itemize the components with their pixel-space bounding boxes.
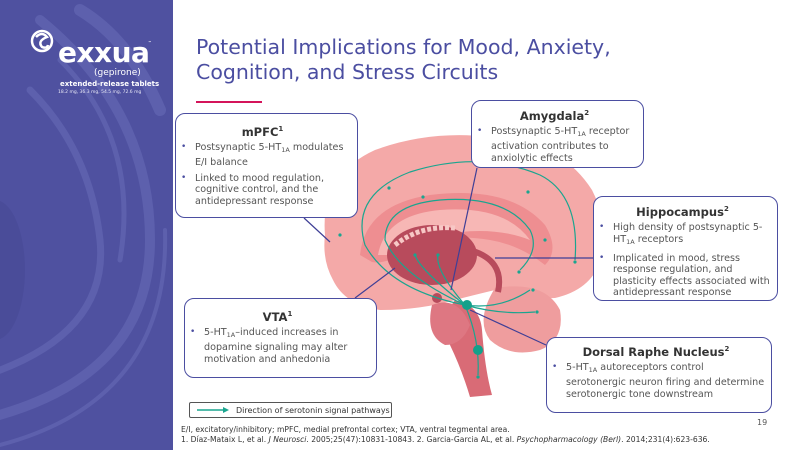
title-line-2: Cognition, and Stress Circuits <box>196 60 499 84</box>
callout-amygdala-title: Amygdala2 <box>519 108 590 123</box>
pathway-arrowheads <box>338 186 577 379</box>
swirl-decoration <box>0 4 168 447</box>
thalamus <box>387 225 477 285</box>
brand-panel: exxua ™ (gepirone) extended-release tabl… <box>0 0 173 450</box>
legend-label: Direction of serotonin signal pathways <box>236 405 390 415</box>
callout-mpfc-title: mPFC1 <box>241 124 284 139</box>
title-line-1: Potential Implications for Mood, Anxiety… <box>196 35 611 59</box>
midbrain <box>430 302 470 345</box>
callout-drn-title: Dorsal Raphe Nucleus2 <box>582 344 730 359</box>
callout-hippocampus: Hippocampus2 High density of postsynapti… <box>593 196 778 301</box>
page-title: Potential Implications for Mood, Anxiety… <box>196 35 636 85</box>
callout-mpfc: mPFC1 Postsynaptic 5-HT1A modulates E/I … <box>175 113 358 218</box>
fornix-marks <box>393 225 456 247</box>
arrow-right-icon <box>197 407 229 413</box>
callout-vta: VTA1 5-HT1A–induced increases in dopamin… <box>184 298 377 378</box>
bullet: 5-HT1A–induced increases in dopamine sig… <box>185 327 370 365</box>
brand-mark-icon <box>30 29 54 53</box>
bullet: Implicated in mood, stress response regu… <box>594 253 771 299</box>
generic-name: (gepirone) <box>94 68 141 78</box>
bullet: Linked to mood regulation, cognitive con… <box>176 173 349 208</box>
callout-amygdala: Amygdala2 Postsynaptic 5-HT1A receptor a… <box>471 100 644 168</box>
footnotes: E/I, excitatory/inhibitory; mPFC, medial… <box>181 425 710 445</box>
serotonin-pathways <box>361 161 577 376</box>
bullet: High density of postsynaptic 5-HT1A rece… <box>594 222 771 248</box>
callout-dorsal-raphe-nucleus: Dorsal Raphe Nucleus2 5-HT1A autorecepto… <box>546 337 772 413</box>
leader-lines <box>303 167 593 346</box>
page-number: 19 <box>757 418 768 427</box>
callout-vta-title: VTA1 <box>262 309 293 324</box>
trademark: ™ <box>148 40 152 45</box>
bullet: Postsynaptic 5-HT1A modulates E/I balanc… <box>176 142 349 168</box>
dose-strengths: 18.2 mg, 36.3 mg, 54.5 mg, 72.6 mg <box>58 90 142 95</box>
bullet: Postsynaptic 5-HT1A receptor activation … <box>472 126 637 164</box>
title-accent-rule <box>196 101 262 103</box>
hippocampal-arch <box>469 247 503 293</box>
references: 1. Díaz-Mataix L, et al. J Neurosci. 200… <box>181 435 710 444</box>
callout-hippocampus-title: Hippocampus2 <box>636 204 729 219</box>
formulation: extended-release tablets <box>60 80 160 88</box>
bullet: 5-HT1A autoreceptors control serotonergi… <box>547 362 765 400</box>
pathway-legend: Direction of serotonin signal pathways <box>189 402 392 418</box>
abbreviations: E/I, excitatory/inhibitory; mPFC, medial… <box>181 425 510 434</box>
dorsal-raphe-node <box>462 300 472 310</box>
brand-name: exxua <box>58 36 150 69</box>
median-raphe-node <box>473 345 483 355</box>
